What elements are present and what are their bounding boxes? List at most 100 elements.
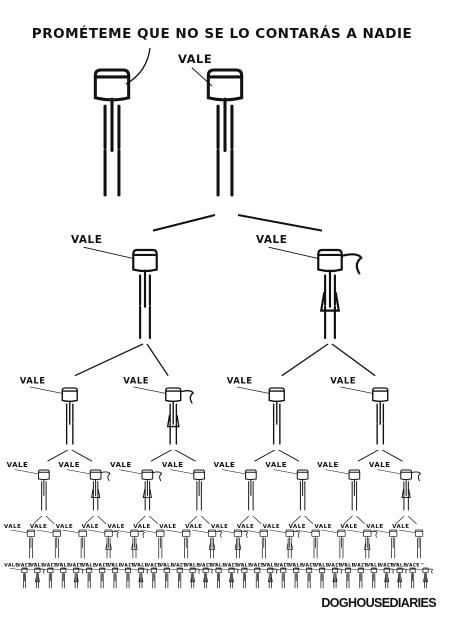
head-shape <box>38 469 50 481</box>
speech-line <box>268 246 320 260</box>
figure-level-5 <box>112 567 119 589</box>
reply-label: VALE <box>30 562 45 568</box>
figure-level-4 <box>78 529 87 559</box>
figure-level-4 <box>207 529 223 559</box>
tree-branch <box>150 449 172 462</box>
reply-label: VALE <box>263 562 278 568</box>
speech-line <box>281 567 294 571</box>
head-shape <box>296 469 309 481</box>
speech-line <box>139 567 152 571</box>
head-shape <box>317 248 343 273</box>
ponytail-shape <box>370 531 378 538</box>
tree-layer <box>26 214 424 565</box>
tree-branch <box>382 449 403 462</box>
speech-line <box>320 529 339 534</box>
tree-branch <box>146 343 169 377</box>
dress-shape <box>91 489 101 499</box>
speech-line <box>133 386 167 394</box>
speech-line <box>36 529 54 534</box>
speech-line <box>61 567 74 571</box>
dress-shape <box>138 577 144 583</box>
speech-line <box>170 469 195 475</box>
reply-label: VALE <box>237 562 252 568</box>
dress-shape <box>397 577 403 583</box>
reply-label: VALE <box>263 524 280 530</box>
figure-level-3 <box>348 469 361 511</box>
ponytail-shape <box>111 531 119 538</box>
head-shape <box>259 529 268 538</box>
figure-level-5 <box>189 567 201 589</box>
figure-level-5 <box>21 567 28 589</box>
ponytail-shape <box>340 253 363 275</box>
figure-level-5 <box>357 567 364 589</box>
ponytail-shape <box>215 531 223 538</box>
speech-line <box>346 529 364 534</box>
speech-line <box>190 567 204 571</box>
head-shape <box>245 469 257 481</box>
speech-line <box>372 529 390 534</box>
figure-level-4 <box>130 529 145 559</box>
head-shape <box>156 529 165 538</box>
figure-level-5 <box>163 567 170 589</box>
reply-label: VALE <box>250 562 265 568</box>
reply-label: VALE <box>317 461 339 469</box>
reply-label: VALE <box>4 524 21 530</box>
speech-line <box>177 567 191 571</box>
speech-line <box>62 529 80 534</box>
speech-line <box>325 469 350 475</box>
tree-branch <box>254 449 275 462</box>
speech-line <box>295 529 313 534</box>
figure-level-4 <box>311 529 320 559</box>
dress-shape <box>73 577 79 583</box>
tree-branch <box>188 515 198 525</box>
speech-line <box>410 567 424 571</box>
speech-line <box>66 469 91 475</box>
reply-label: VALE <box>71 234 102 246</box>
speech-line <box>88 529 106 534</box>
tree-branch <box>237 214 323 232</box>
figure-level-4 <box>182 529 191 559</box>
reply-label: VALE <box>330 377 356 387</box>
figure-level-5 <box>254 567 261 589</box>
figure-level-5 <box>383 567 395 589</box>
figure-level-5 <box>215 567 222 589</box>
figure-level-4 <box>389 529 398 559</box>
figure-level-5 <box>34 567 45 589</box>
speech-line <box>216 567 230 571</box>
figure-level-5 <box>137 567 149 589</box>
speech-line <box>126 567 139 571</box>
tree-branch <box>152 214 216 232</box>
figure-level-2 <box>61 387 78 445</box>
reply-label: VALE <box>185 562 200 568</box>
tree-branch <box>395 515 405 525</box>
figure-level-2 <box>268 387 285 445</box>
dress-shape <box>286 543 293 550</box>
head-shape <box>78 529 87 538</box>
figure-level-4 <box>337 529 346 559</box>
reply-label: VALE <box>405 562 420 568</box>
speech-line <box>269 529 287 534</box>
speech-line <box>346 567 359 571</box>
figure-level-5 <box>150 567 157 589</box>
figure-level-4 <box>156 529 165 559</box>
speech-line <box>118 469 143 475</box>
reply-label: VALE <box>237 524 254 530</box>
figure-level-5 <box>73 567 84 589</box>
figure-level-5 <box>370 567 377 589</box>
reply-label: VALE <box>178 52 212 66</box>
tree-branch <box>240 515 250 525</box>
reply-label: VALE <box>302 562 317 568</box>
head-shape <box>422 567 429 574</box>
tree-branch <box>97 515 107 525</box>
dress-shape <box>364 543 371 550</box>
figure-level-5 <box>267 567 278 589</box>
figure-level-5 <box>99 567 106 589</box>
reply-label: VALE <box>211 562 226 568</box>
head-shape <box>348 469 361 481</box>
head-shape <box>233 529 243 538</box>
dress-shape <box>319 291 341 312</box>
dress-shape <box>208 543 216 550</box>
speech-line <box>320 567 333 571</box>
speech-line <box>333 567 346 571</box>
